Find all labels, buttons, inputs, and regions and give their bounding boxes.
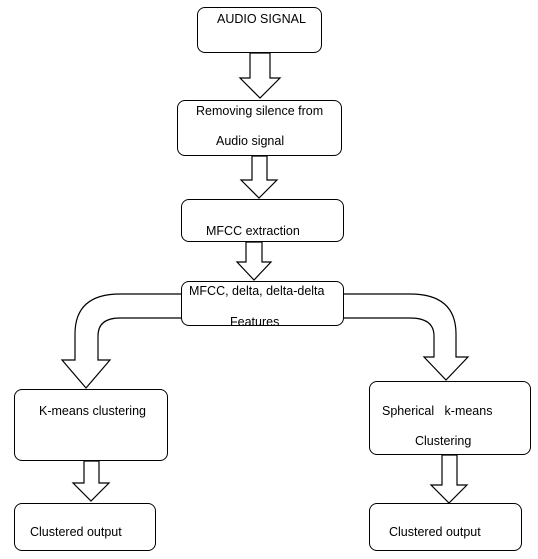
features-label-line1: MFCC, delta, delta-delta (189, 284, 325, 298)
arrow-down-left-output (71, 460, 111, 502)
clustered-output-right-box (369, 503, 522, 551)
features-label-line2: Features (230, 315, 280, 329)
arrow-down-1 (238, 52, 282, 99)
kmeans-clustering-label: K-means clustering (39, 404, 146, 418)
kmeans-clustering-box (14, 389, 168, 461)
clustered-output-right-label: Clustered output (389, 525, 481, 539)
spherical-kmeans-label-line1: Spherical k-means (382, 404, 493, 418)
remove-silence-label-line2: Audio signal (216, 134, 285, 148)
clustered-output-left-box (14, 503, 156, 551)
arrow-down-3 (235, 241, 273, 281)
remove-silence-label-line1: Removing silence from (196, 104, 324, 118)
audio-signal-box (197, 7, 322, 53)
remove-silence-box (177, 100, 342, 156)
mfcc-extraction-box (181, 199, 344, 242)
arrow-down-2 (239, 155, 279, 199)
audio-signal-label: AUDIO SIGNAL (217, 12, 306, 26)
features-box (181, 281, 344, 326)
arrow-curve-left (60, 293, 183, 389)
spherical-kmeans-label-line2: Clustering (415, 434, 472, 448)
clustered-output-left-label: Clustered output (30, 525, 122, 539)
arrow-curve-right (341, 293, 470, 381)
spherical-kmeans-box (369, 381, 531, 455)
mfcc-extraction-label: MFCC extraction (206, 224, 300, 238)
arrow-down-right-output (429, 454, 469, 504)
